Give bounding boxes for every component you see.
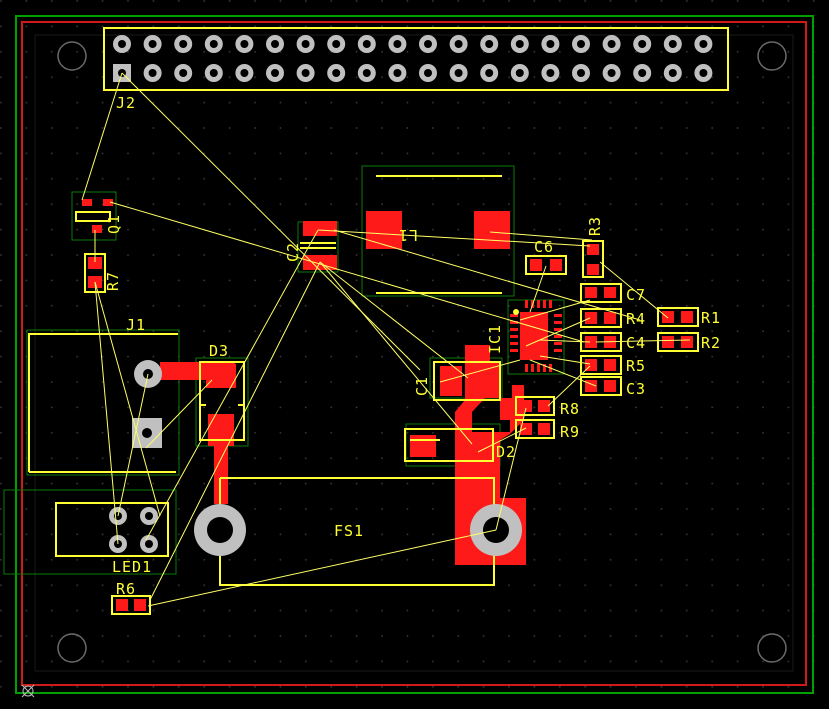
j2-pin-drill (393, 69, 402, 77)
j2-pin-drill (301, 40, 310, 48)
j2-pin-drill (515, 40, 524, 48)
label-fs1: FS1 (334, 522, 364, 540)
label-r1: R1 (701, 309, 721, 327)
label-c7: C7 (626, 286, 646, 304)
j2-pin-drill (485, 40, 494, 48)
label-r2: R2 (701, 334, 721, 352)
mounting-holes (57, 41, 787, 663)
j2-pin-drill (424, 69, 432, 77)
j2-pin-drill (699, 69, 708, 77)
label-r8: R8 (560, 400, 580, 418)
pad-layer (109, 35, 713, 556)
board-outline-inner (21, 21, 807, 686)
j2-pin-drill (332, 40, 341, 48)
j2-pin-drill (607, 69, 616, 77)
label-j1: J1 (126, 316, 146, 334)
reference-labels: J2 Q1 R7 C2 L1 R3 C6 C7 R4 C4 R5 C3 R1 R… (104, 94, 721, 598)
j2-pin-drill (424, 40, 432, 48)
j2-pin-drill (638, 69, 647, 77)
j2-pin-drill (577, 69, 585, 77)
label-d2: D2 (496, 443, 516, 461)
j2-pin-drill (240, 69, 249, 77)
j2-pin-drill (607, 40, 616, 48)
j2-pin-drill (515, 69, 524, 77)
j2-pin-drill (638, 40, 647, 48)
label-c6: C6 (534, 238, 554, 256)
j2-pin-drill (668, 69, 677, 77)
j2-pin-drill (454, 40, 463, 48)
j2-pin-drill (546, 40, 555, 48)
j2-pin-drill (362, 69, 371, 77)
ratsnest-layer (81, 72, 691, 607)
label-c3: C3 (626, 380, 646, 398)
label-r9: R9 (560, 423, 580, 441)
j2-pin-drill (546, 69, 555, 77)
j2-pin-drill (393, 40, 402, 48)
label-j2: J2 (116, 94, 136, 112)
label-d3: D3 (209, 342, 229, 360)
label-q1: Q1 (105, 214, 123, 234)
j2-pin-drill (148, 69, 157, 77)
j2-pin-drill (179, 40, 188, 48)
label-r3: R3 (586, 216, 604, 236)
label-ic1: IC1 (486, 324, 504, 354)
j2-pin-drill (454, 69, 463, 77)
label-c4: C4 (626, 334, 646, 352)
j2-pin-drill (485, 69, 494, 77)
label-r6: R6 (116, 580, 136, 598)
label-c1: C1 (413, 376, 431, 396)
j2-pin-drill (271, 40, 279, 48)
label-r5: R5 (626, 357, 646, 375)
j2-pin-drill (668, 40, 677, 48)
j2-pin-drill (118, 40, 126, 48)
j2-pin-drill (179, 69, 188, 77)
label-r7: R7 (104, 271, 122, 291)
label-r4: R4 (626, 310, 646, 328)
origin-marker (21, 684, 35, 698)
label-c2: C2 (284, 242, 302, 262)
label-l1: L1 (398, 226, 418, 244)
j2-pin-drill (332, 69, 341, 77)
j2-pin-drill (148, 40, 157, 48)
j2-pin-drill (301, 69, 310, 77)
j2-pin-drill (362, 40, 371, 48)
copper-layer (82, 199, 693, 611)
j2-pin-drill (209, 69, 218, 77)
j2-pin-drill (209, 40, 218, 48)
j2-pin-drill (271, 69, 279, 77)
j2-pin-drill (240, 40, 249, 48)
j2-pin-drill (577, 40, 585, 48)
board-outline-outer (15, 15, 814, 694)
j2-pin-drill (699, 40, 708, 48)
label-led1: LED1 (112, 558, 152, 576)
